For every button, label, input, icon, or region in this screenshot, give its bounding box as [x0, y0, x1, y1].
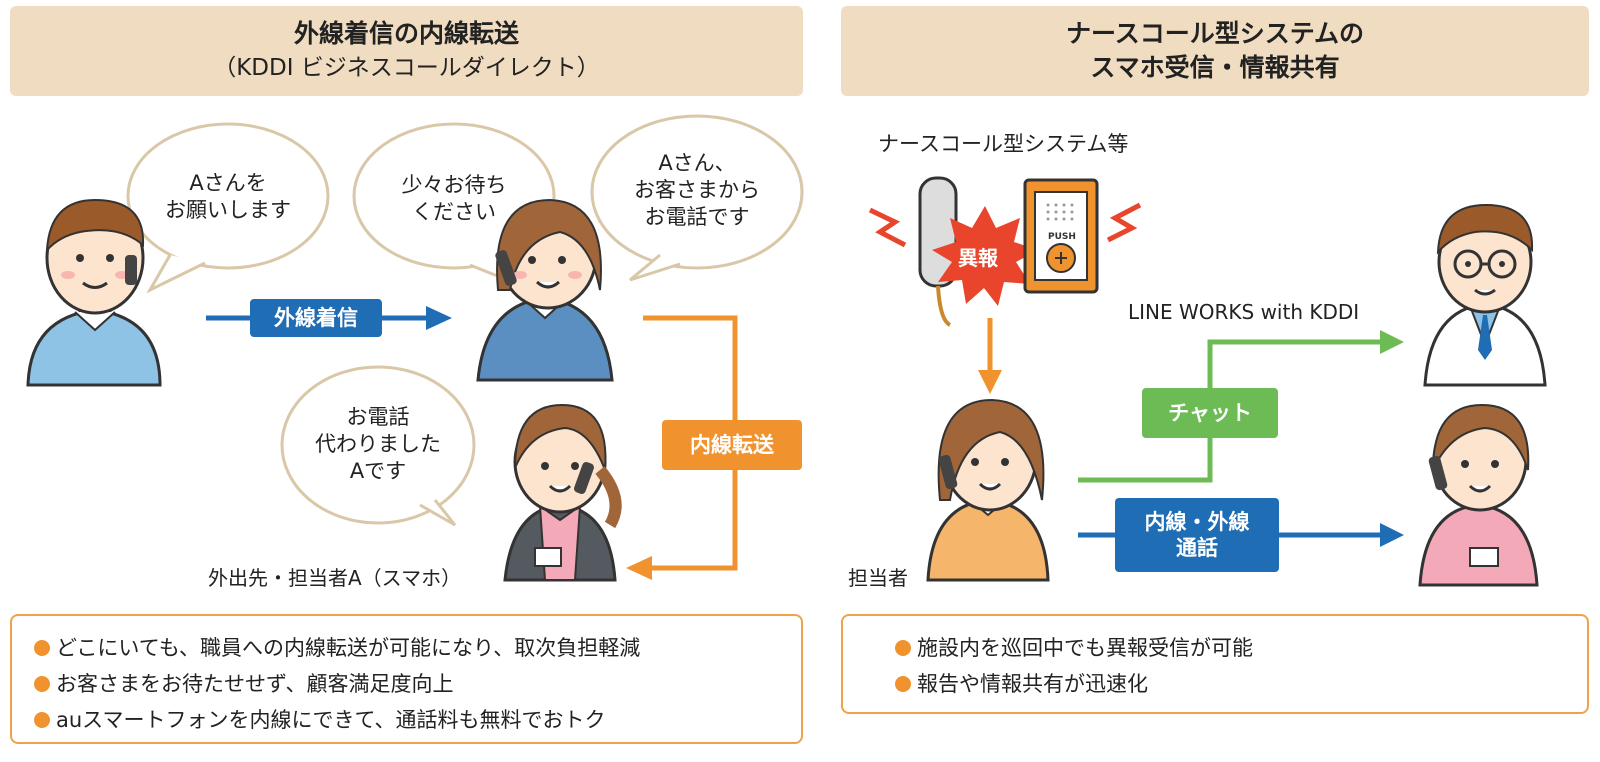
doctor-icon [1423, 203, 1547, 387]
staff-a-label: 外出先・担当者A（スマホ） [208, 566, 462, 590]
left-benefit-1: どこにいても、職員への内線転送が可能になり、取次負担軽減 [34, 630, 801, 666]
speech-bubble-4 [280, 365, 476, 527]
left-header-title: 外線着信の内線転送 [293, 19, 519, 48]
speech-bubble-3 [590, 114, 804, 282]
bubble-1-text: Aさんを お願いします [165, 171, 291, 222]
left-benefits-box: どこにいても、職員への内線転送が可能になり、取次負担軽減 お客さまをお待たせせず… [10, 614, 803, 744]
staff-label: 担当者 [848, 566, 908, 590]
bubble-2-text: 少々お待ち ください [401, 173, 507, 224]
staff-a-icon [503, 403, 622, 582]
left-benefit-2: お客さまをお待たせせず、顧客満足度向上 [34, 666, 801, 702]
chat-arrowhead-icon [1380, 330, 1404, 354]
right-benefit-1: 施設内を巡回中でも異報受信が可能 [895, 630, 1587, 666]
incoming-call-label: 外線着信 [250, 299, 382, 337]
lightning-left-icon [868, 207, 907, 248]
right-header-subtitle: スマホ受信・情報共有 [1090, 53, 1340, 82]
bubble-4-text: お電話 代わりました Aです [315, 405, 441, 483]
nurse-icon [1418, 403, 1539, 587]
speech-bubble-1 [126, 122, 330, 294]
call-label: 内線・外線 通話 [1115, 498, 1279, 572]
alert-label: 異報 [958, 246, 998, 270]
left-header: 外線着信の内線転送 （KDDI ビジネスコールダイレクト） [10, 6, 803, 96]
push-label: PUSH [1048, 232, 1076, 242]
left-benefits-list: どこにいても、職員への内線転送が可能になり、取次負担軽減 お客さまをお待たせせず… [12, 616, 801, 738]
bubble-3-text: Aさん、 お客さまから お電話です [634, 151, 760, 229]
alert-burst-icon [932, 206, 1038, 306]
receptionist-icon [476, 198, 614, 382]
right-benefits-list: 施設内を巡回中でも異報受信が可能 報告や情報共有が迅速化 [843, 616, 1587, 702]
transfer-arrowhead-icon [626, 556, 652, 580]
left-benefit-3: auスマートフォンを内線にできて、通話料も無料でおトク [34, 702, 801, 738]
right-benefits-box: 施設内を巡回中でも異報受信が可能 報告や情報共有が迅速化 [841, 614, 1589, 714]
right-header: ナースコール型システムの スマホ受信・情報共有 [841, 6, 1589, 96]
right-header-title: ナースコール型システムの [1065, 19, 1364, 48]
chat-label: チャット [1142, 388, 1278, 438]
alert-down-arrow-icon [978, 318, 1002, 394]
staff-person-icon [926, 398, 1050, 582]
service-label: LINE WORKS with KDDI [1128, 300, 1360, 324]
internal-transfer-label: 内線転送 [662, 420, 802, 470]
system-label: ナースコール型システム等 [878, 132, 1129, 156]
right-benefit-2: 報告や情報共有が迅速化 [895, 666, 1587, 702]
call-panel-icon [1023, 178, 1099, 294]
man-caller-icon [26, 198, 162, 387]
left-header-subtitle: （KDDI ビジネスコールダイレクト） [213, 55, 600, 81]
lightning-right-icon [1106, 202, 1142, 243]
